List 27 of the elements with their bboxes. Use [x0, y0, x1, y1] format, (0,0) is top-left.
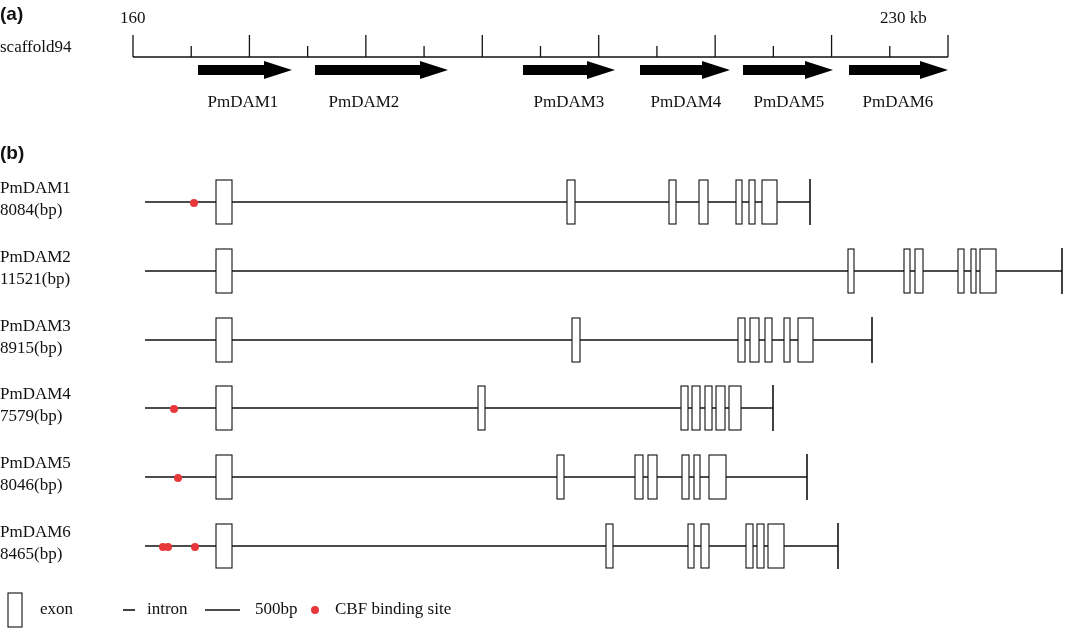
legend-label: intron [147, 599, 188, 619]
scale-value: 230 kb [880, 8, 927, 28]
legend-label: exon [40, 599, 74, 619]
gene-name: PmDAM3 [0, 316, 71, 336]
gene-name: PmDAM1 [207, 92, 279, 112]
gene-name: PmDAM6 [0, 522, 71, 542]
legend-label: 500bp [255, 599, 298, 619]
gene-length: 8915(bp) [0, 338, 63, 358]
gene-name: PmDAM4 [0, 384, 71, 404]
scaffold-label: scaffold94 [0, 37, 72, 57]
panel-label: (a) [0, 4, 24, 24]
gene-name: PmDAM6 [862, 92, 934, 112]
panel-label: (b) [0, 143, 25, 163]
gene-name: PmDAM5 [0, 453, 71, 473]
scale-value: 160 [120, 8, 146, 28]
gene-length: 8084(bp) [0, 200, 63, 220]
gene-name: PmDAM3 [533, 92, 605, 112]
gene-name: PmDAM1 [0, 178, 71, 198]
gene-length: 11521(bp) [0, 269, 71, 289]
gene-name: PmDAM2 [328, 92, 400, 112]
gene-name: PmDAM5 [753, 92, 825, 112]
legend-label: CBF binding site [335, 599, 452, 619]
gene-name: PmDAM2 [0, 247, 71, 267]
gene-length: 7579(bp) [0, 406, 63, 426]
gene-length: 8465(bp) [0, 544, 63, 564]
gene-length: 8046(bp) [0, 475, 63, 495]
gene-name: PmDAM4 [650, 92, 722, 112]
